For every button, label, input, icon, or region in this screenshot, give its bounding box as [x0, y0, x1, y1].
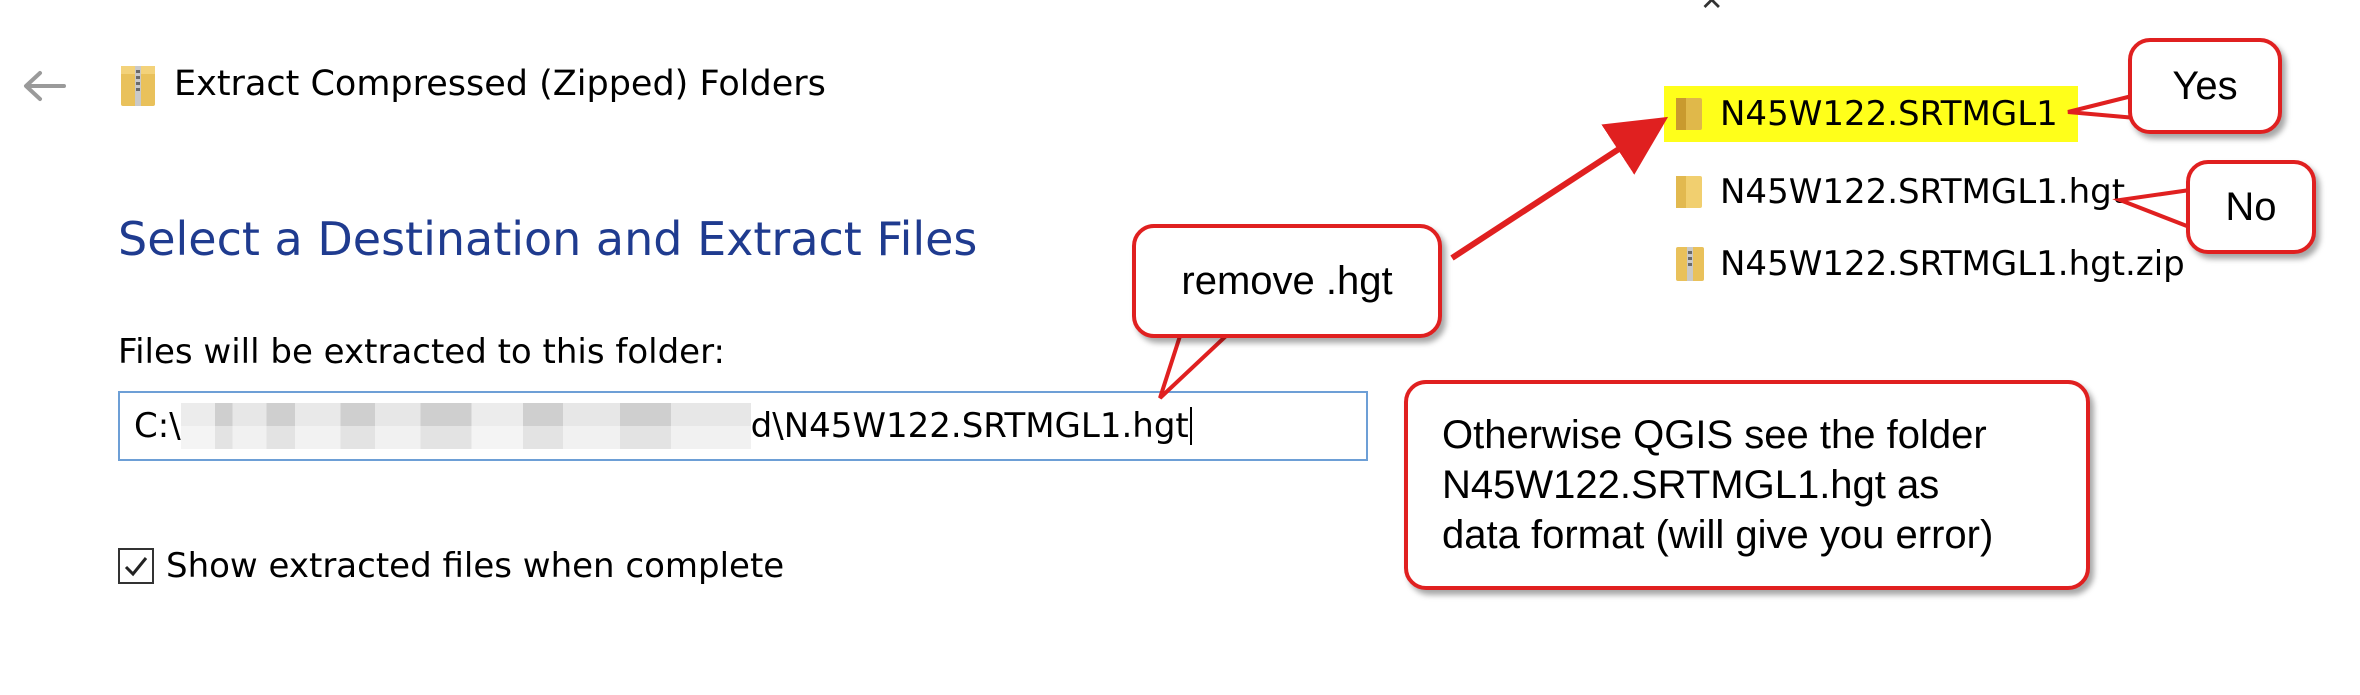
file-item-folder-correct[interactable]: N45W122.SRTMGL1: [1664, 86, 2078, 142]
arrow-to-correct-folder: [1450, 116, 1669, 261]
destination-path-input[interactable]: C:\ d\N45W122.SRTMGL1.hgt: [118, 391, 1368, 461]
file-item-folder-hgt[interactable]: N45W122.SRTMGL1.hgt: [1674, 172, 2125, 212]
file-item-zip[interactable]: N45W122.SRTMGL1.hgt.zip: [1674, 244, 2185, 284]
page-heading: Select a Destination and Extract Files: [118, 212, 978, 266]
zip-folder-icon: [1676, 247, 1704, 281]
redacted-path-segment: [180, 403, 751, 449]
note-line: Otherwise QGIS see the folder: [1442, 413, 1987, 457]
show-files-checkbox-row[interactable]: Show extracted files when complete: [118, 546, 784, 586]
remove-callout-tail: [1158, 334, 1232, 400]
text-caret: [1189, 407, 1192, 445]
wizard-title: Extract Compressed (Zipped) Folders: [174, 64, 826, 104]
checkmark-icon: [124, 557, 148, 577]
callout-yes: Yes: [2128, 38, 2282, 134]
file-name: N45W122.SRTMGL1.hgt: [1720, 172, 2126, 212]
back-button[interactable]: [20, 66, 68, 106]
zip-folder-icon: [121, 66, 155, 106]
callout-qgis-note: Otherwise QGIS see the folder N45W122.SR…: [1404, 380, 2090, 590]
arrow-left-icon: [24, 71, 66, 101]
file-name: N45W122.SRTMGL1.hgt.zip: [1720, 244, 2185, 284]
yes-callout-tail: [2067, 93, 2139, 121]
callout-no: No: [2186, 160, 2316, 254]
note-line: N45W122.SRTMGL1.hgt as: [1442, 463, 1940, 507]
path-prefix: C:\: [134, 406, 181, 446]
show-files-checkbox[interactable]: [118, 548, 154, 584]
note-line: data format (will give you error): [1442, 513, 1994, 557]
no-callout-tail: [2112, 187, 2195, 231]
file-name: N45W122.SRTMGL1: [1720, 94, 2058, 134]
folder-label: Files will be extracted to this folder:: [118, 332, 725, 372]
folder-icon: [1676, 98, 1702, 130]
callout-remove-hgt: remove .hgt: [1132, 224, 1442, 338]
show-files-label: Show extracted files when complete: [166, 546, 785, 586]
folder-icon: [1676, 176, 1702, 208]
path-suffix: d\N45W122.SRTMGL1.hgt: [750, 406, 1189, 446]
close-icon[interactable]: ✕: [1700, 0, 1724, 17]
